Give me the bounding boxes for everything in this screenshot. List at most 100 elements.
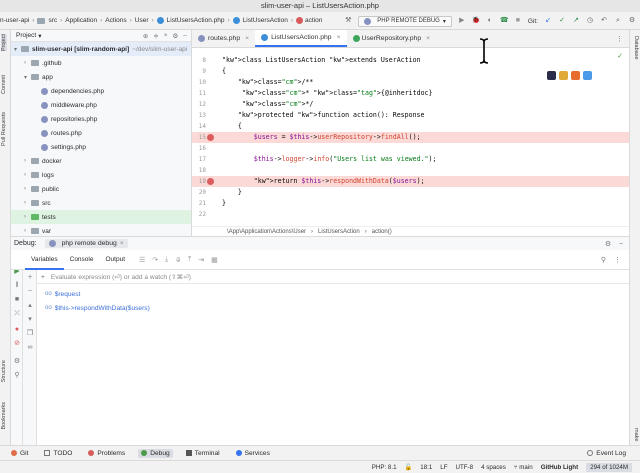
tree-item[interactable]: ›public (11, 182, 191, 196)
tree-item[interactable]: ›src (11, 196, 191, 210)
view-breakpoints-icon[interactable]: ● (14, 326, 20, 333)
project-panel-title[interactable]: Project (16, 32, 37, 39)
structure-tool-button[interactable]: Structure (1, 360, 7, 383)
tree-item[interactable]: dependencies.php (11, 84, 191, 98)
mute-breakpoints-icon[interactable]: ⊘ (14, 340, 20, 347)
line-number[interactable]: 18 (198, 167, 206, 174)
minimize-icon[interactable]: – (183, 31, 187, 39)
line-number[interactable]: 13 (198, 112, 206, 119)
close-icon[interactable]: × (245, 35, 250, 42)
tab-console[interactable]: Console (69, 255, 94, 263)
tree-item[interactable]: ›.github (11, 56, 191, 70)
make-tool-button[interactable]: make (633, 428, 639, 442)
more-icon[interactable]: ⋮ (614, 256, 621, 264)
hammer-icon[interactable]: ⚒ (345, 17, 352, 24)
gear-icon[interactable]: ⚙ (604, 240, 612, 248)
copy-icon[interactable]: ❐ (26, 330, 34, 337)
line-separator[interactable]: LF (440, 463, 448, 471)
evaluate-expression-field[interactable]: + Evaluate expression (⏎) or add a watch… (37, 271, 629, 284)
tab-user-repository[interactable]: UserRepository.php× (347, 30, 437, 47)
line-number[interactable]: 16 (198, 145, 206, 152)
code-line[interactable]: 8"kw">class ListUsersAction "kw">extends… (192, 55, 629, 66)
layout-icon[interactable]: ☰ (139, 256, 146, 264)
breadcrumb-actions[interactable]: Actions (105, 17, 127, 24)
project-tool-button[interactable]: Project (1, 34, 7, 52)
code-line[interactable]: 11 "kw">class="cm">* "kw">class="tag">{@… (192, 88, 629, 99)
tree-item[interactable]: ›tests (11, 210, 191, 224)
line-number[interactable]: 22 (198, 211, 206, 218)
memory-indicator[interactable]: 294 of 1024M (586, 462, 632, 472)
code-line[interactable]: 12 "kw">class="cm">*/ (192, 99, 629, 110)
up-icon[interactable]: ▴ (28, 302, 32, 309)
tool-problems[interactable]: Problems (85, 449, 128, 458)
line-number[interactable]: 20 (198, 189, 206, 196)
tree-item[interactable]: ▾app (11, 70, 191, 84)
variable-row[interactable]: oo$request (45, 290, 81, 298)
code-line[interactable]: 14 { (192, 121, 629, 132)
debug-session-tab[interactable]: php remote debug× (44, 239, 128, 248)
breadcrumb-file[interactable]: ListUsersAction.php (156, 17, 224, 24)
code-editor[interactable]: 8"kw">class ListUsersAction "kw">extends… (192, 48, 629, 226)
settings-icon[interactable]: ⚙ (13, 358, 21, 365)
coverage-icon[interactable]: ◐ (487, 17, 492, 24)
line-number[interactable]: 17 (198, 156, 206, 163)
code-line[interactable]: 21} (192, 198, 629, 209)
pull-requests-tool-button[interactable]: Pull Requests (1, 112, 7, 146)
pause-icon[interactable]: ‖ (15, 282, 19, 289)
variable-row[interactable]: oo$this->respondWithData($users) (45, 304, 150, 312)
theme-name[interactable]: GitHub Light (540, 463, 579, 471)
tree-item[interactable]: ›var (11, 224, 191, 236)
remove-icon[interactable]: − (27, 288, 33, 295)
editor-breadcrumb-method[interactable]: action() (371, 228, 392, 235)
file-encoding[interactable]: UTF-8 (455, 463, 474, 471)
code-line[interactable]: 17 $this->logger->info("Users list was v… (192, 154, 629, 165)
tree-item[interactable]: repositories.php (11, 112, 191, 126)
locate-icon[interactable]: ⊕ (142, 32, 149, 40)
settings-icon[interactable]: ⚙ (628, 17, 636, 24)
code-line[interactable]: 15 $users = $this->userRepository->findA… (192, 132, 629, 143)
line-number[interactable]: 12 (198, 101, 206, 108)
line-number[interactable]: 14 (198, 123, 206, 130)
layout-settings-icon[interactable]: ⚲ (600, 256, 606, 264)
update-icon[interactable]: ↙ (545, 17, 551, 24)
breadcrumb-project[interactable]: n-user-api (0, 17, 30, 24)
php-version[interactable]: PHP: 8.1 (371, 463, 397, 471)
indent-setting[interactable]: 4 spaces (481, 463, 506, 471)
code-line[interactable]: 19 "kw">return $this->respondWithData($u… (192, 176, 629, 187)
breadcrumb-method[interactable]: action (295, 17, 322, 24)
line-number[interactable]: 10 (198, 79, 206, 86)
search-icon[interactable]: ⌕ (616, 17, 620, 24)
tree-item[interactable]: ›docker (11, 154, 191, 168)
tab-variables[interactable]: Variables (25, 250, 64, 270)
tree-root[interactable]: ▾ slim-user-api [slim-random-api] ~/dev/… (11, 42, 191, 56)
event-log-button[interactable]: Event Log (587, 450, 626, 457)
gear-icon[interactable]: ⚙ (172, 32, 179, 40)
close-icon[interactable]: × (119, 240, 124, 247)
line-number[interactable]: 9 (202, 68, 206, 75)
breadcrumb-user[interactable]: User (134, 17, 149, 24)
tool-debug[interactable]: Debug (138, 448, 173, 458)
glasses-icon[interactable]: ∞ (27, 344, 33, 351)
more-tabs-icon[interactable]: ⋮ (616, 35, 623, 43)
code-line[interactable]: 16 (192, 143, 629, 154)
tool-terminal[interactable]: Terminal (183, 449, 223, 458)
stop-icon[interactable]: ■ (14, 296, 20, 303)
run-config-select[interactable]: PHP REMOTE DEBUG▾ (358, 15, 452, 27)
breadcrumb-src[interactable]: src (37, 17, 57, 24)
tab-routes[interactable]: routes.php× (192, 30, 255, 47)
tree-item[interactable]: routes.php (11, 126, 191, 140)
debug-icon[interactable]: 🐞 (471, 17, 481, 24)
history-icon[interactable]: ◷ (586, 17, 594, 24)
safari-icon[interactable] (583, 71, 592, 80)
tree-item[interactable]: settings.php (11, 140, 191, 154)
tool-git[interactable]: Git (8, 449, 31, 458)
breakpoint-icon[interactable] (207, 178, 214, 185)
force-step-into-icon[interactable]: ⤋ (175, 256, 182, 264)
step-into-icon[interactable]: ⤓ (165, 255, 169, 263)
tab-output[interactable]: Output (105, 255, 125, 263)
close-icon[interactable]: × (163, 31, 168, 39)
line-number[interactable]: 19 (198, 178, 206, 185)
push-icon[interactable]: ↗ (573, 17, 579, 24)
evaluate-icon[interactable]: ▦ (211, 256, 218, 264)
line-number[interactable]: 8 (202, 57, 206, 64)
